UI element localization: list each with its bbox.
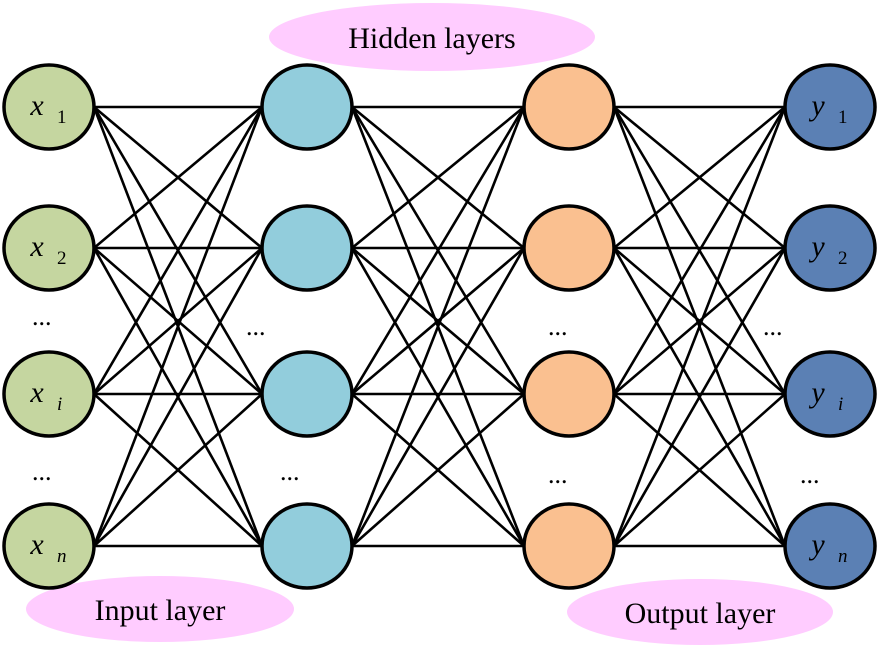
edges [92,105,787,548]
node-circle [522,204,616,292]
node-circle [2,63,96,151]
connection-edge [351,247,525,395]
node-subscript: 2 [57,248,67,269]
ellipsis: ... [246,312,266,341]
connection-edge [351,393,525,547]
hidden1-node [260,63,354,151]
ellipsis: ... [280,457,300,486]
connection-edge [93,393,263,547]
connection-edge [92,106,264,547]
hidden2-node [522,63,616,151]
node-circle [260,350,354,438]
node-circle [522,350,616,438]
node-circle [2,350,96,438]
node-subscript: n [57,546,67,567]
ellipsis: ... [548,460,568,489]
node-circle [2,502,96,590]
node-label: y [808,376,825,409]
connection-edge [350,247,526,547]
hidden1-node [260,350,354,438]
ellipsis: ... [763,312,783,341]
hidden-layers-label: Hidden layers [348,22,515,55]
input-label-bg [26,576,294,642]
ellipsis-marks: ... ... ... ... ... ... ... ... [32,302,820,489]
node-label: x [29,230,44,263]
hidden2-node [522,350,616,438]
node-circle [260,502,354,590]
node-circle [783,63,877,151]
node-circle [783,502,877,590]
connection-edge [92,247,264,547]
hidden2-node [522,502,616,590]
connection-edge [612,106,787,547]
connection-edge [351,105,525,250]
node-subscript: n [838,546,848,567]
node-label: x [29,528,44,561]
node-label: y [808,528,825,561]
node-label: x [29,89,44,122]
node-circle [783,350,877,438]
ellipsis: ... [32,302,52,331]
connection-edge [93,247,263,395]
hidden1-node [260,502,354,590]
node-circle [260,204,354,292]
input-layer-label: Input layer [95,594,226,627]
connection-edge [350,106,526,547]
node-circle [783,204,877,292]
connection-edge [613,105,786,250]
connection-edge [92,106,264,395]
node-subscript: 1 [57,107,67,128]
node-circle [522,502,616,590]
node-label: x [29,376,44,409]
ellipsis: ... [32,457,52,486]
node-circle [522,63,616,151]
hidden1-node [260,204,354,292]
connection-edge [350,106,526,395]
hidden2-node [522,204,616,292]
node-subscript: i [838,394,843,415]
node-circle [2,204,96,292]
node-subscript: 1 [838,107,848,128]
node-label: y [808,89,825,122]
connection-edge [612,247,787,547]
ellipsis: ... [548,312,568,341]
node-subscript: 2 [838,248,848,269]
ellipsis: ... [800,460,820,489]
connection-edge [613,247,786,395]
output-layer-label: Output layer [625,597,776,630]
connection-edge [93,106,263,249]
hidden-label-bg [269,3,595,71]
node-label: y [808,230,825,263]
layer-labels: Hidden layers Input layer Output layer [26,3,833,645]
output-label-bg [567,579,833,645]
connection-edge [613,393,786,547]
connection-edge [612,106,787,395]
node-circle [260,63,354,151]
node-subscript: i [57,394,62,415]
